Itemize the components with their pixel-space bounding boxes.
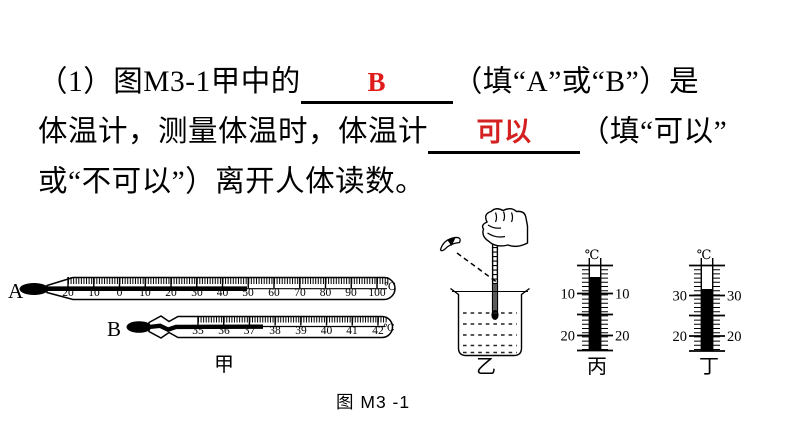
- scale-label: 30: [673, 289, 688, 305]
- question-line2-pre: 体温计，测量体温时，体温计: [38, 116, 429, 148]
- thermometer-a: A 20 10 0 10 20 30 40 50 60 70 80 90 100: [8, 276, 396, 303]
- scale-label: 60: [268, 287, 280, 299]
- question-line3-text: 或“不可以”）离开人体读数。: [38, 166, 426, 198]
- scale-bing: ℃ 10 20 10 20 丙: [561, 247, 630, 378]
- thermometer-a-unit: ℃: [384, 282, 396, 293]
- hand-thumb-line: [487, 224, 502, 229]
- question-line-3: 或“不可以”）离开人体读数。: [38, 166, 425, 200]
- thermometer-a-bulb: [19, 283, 49, 295]
- question-line2-post: （填“可以”: [580, 116, 728, 148]
- question-line-2: 体温计，测量体温时，体温计 可以 （填“可以”: [38, 116, 727, 154]
- question-line1-pre: （1）图M3-1甲中的: [38, 66, 301, 98]
- scale-label: 38: [269, 325, 281, 337]
- scale-label: 37: [244, 325, 256, 337]
- water-dashed-lines: [463, 312, 517, 354]
- hand-finger-line: [510, 212, 514, 223]
- eye-icon: [439, 236, 461, 252]
- thermometer-b: B 35 36 37 38 39 40 41 42 ℃ 甲: [107, 315, 395, 376]
- mercury-column: [590, 277, 600, 351]
- label-bing: 丙: [587, 356, 607, 378]
- scale-label: 30: [191, 287, 203, 299]
- thermometer-b-bulb: [126, 321, 152, 333]
- stem-mercury: [493, 284, 497, 312]
- scale-bing-labels: 10 20 10 20: [561, 287, 630, 345]
- scale-ding-unit: ℃: [697, 247, 712, 262]
- beaker-outline: [450, 287, 530, 357]
- eye-pupil: [447, 238, 456, 246]
- scale-label: 36: [218, 325, 230, 337]
- beaker: [450, 287, 530, 357]
- hand-grip-line: [487, 232, 506, 238]
- answer-2: 可以: [476, 117, 532, 147]
- question-line-1: （1）图M3-1甲中的 B （填“A”或“B”）是: [38, 66, 699, 104]
- scale-label: 42: [372, 325, 384, 337]
- hand-icon: [481, 208, 529, 248]
- beaker-scene: 乙: [439, 208, 530, 378]
- scale-bing-unit: ℃: [585, 247, 600, 262]
- figure-m3-1: A 20 10 0 10 20 30 40 50 60 70 80 90 100: [8, 208, 742, 378]
- answer-1: B: [367, 67, 387, 97]
- scale-label: 41: [346, 325, 358, 337]
- scale-label: 100: [368, 287, 386, 299]
- scale-label: 39: [295, 325, 307, 337]
- scale-label: 10: [88, 287, 100, 299]
- scale-label: 10: [615, 287, 630, 303]
- figure-caption: 图 M3 -1: [336, 392, 411, 412]
- question-line1-post: （填“A”或“B”）是: [452, 66, 700, 98]
- thermometer-b-mercury-column: [148, 323, 264, 332]
- mercury-column: [702, 289, 712, 352]
- fill-blank-1: B: [300, 66, 453, 104]
- hand-finger-line: [502, 211, 506, 222]
- scale-label: 10: [139, 287, 151, 299]
- thermometer-b-label: B: [107, 317, 121, 341]
- thermometer-b-scale: 35 36 37 38 39 40 41 42 ℃: [192, 323, 394, 337]
- label-yi: 乙: [476, 356, 496, 378]
- sight-dashed-line: [456, 252, 497, 283]
- scale-label: 80: [320, 287, 332, 299]
- scale-label: 10: [561, 287, 576, 303]
- scale-ding-labels: 30 20 30 20: [673, 289, 742, 346]
- scale-label: 35: [192, 325, 204, 337]
- thermometer-b-unit: ℃: [383, 323, 394, 334]
- scale-label: 20: [62, 287, 74, 299]
- hand-outline: [481, 208, 529, 248]
- fill-blank-2: 可以: [428, 116, 581, 154]
- scale-label: 20: [615, 329, 630, 345]
- thermometer-a-label: A: [8, 279, 24, 303]
- scale-label: 40: [217, 287, 229, 299]
- scale-ding: ℃ 30 20 30 20 丁: [673, 247, 742, 378]
- thermometer-a-scale: 20 10 0 10 20 30 40 50 60 70 80 90 100 ℃: [62, 282, 396, 299]
- stem-bulb: [491, 310, 499, 320]
- scale-label: 20: [561, 329, 576, 345]
- scale-label: 50: [242, 287, 254, 299]
- label-ding: 丁: [699, 356, 719, 378]
- scale-label: 30: [727, 289, 742, 305]
- scale-label: 20: [165, 287, 177, 299]
- label-jia: 甲: [214, 354, 234, 376]
- scale-label: 90: [345, 287, 357, 299]
- hand-finger-line: [494, 212, 498, 223]
- scale-label: 20: [673, 329, 688, 345]
- scale-label: 20: [727, 329, 742, 345]
- scale-label: 70: [294, 287, 306, 299]
- scale-label: 40: [321, 325, 333, 337]
- scale-label: 0: [117, 287, 123, 299]
